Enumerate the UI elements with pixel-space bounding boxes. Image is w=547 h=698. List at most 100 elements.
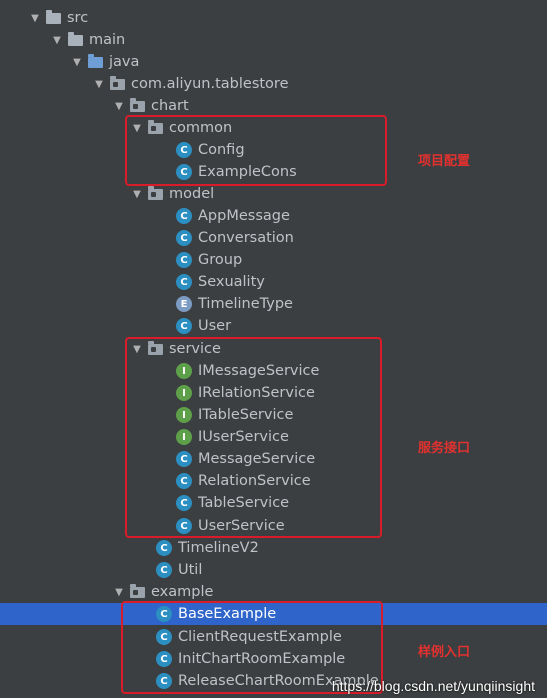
expand-arrow-icon[interactable]: ▼ [115,586,123,598]
tree-item-sexuality[interactable]: C Sexuality [0,271,547,293]
class-icon: C [176,318,192,334]
expand-arrow-icon[interactable]: ▼ [31,12,39,24]
tree-item-label: TimelineType [198,296,293,312]
tree-item-label: TimelineV2 [178,540,259,556]
folder-icon [68,31,83,46]
expand-arrow-icon[interactable]: ▼ [115,100,123,112]
tree-item-examplecons[interactable]: C ExampleCons [0,161,547,183]
class-icon: C [156,562,172,578]
package-icon [148,185,163,200]
expand-arrow-icon[interactable]: ▼ [73,56,81,68]
tree-item-label: Config [198,142,245,158]
expand-arrow-icon[interactable]: ▼ [133,122,141,134]
tree-item-label: BaseExample [178,606,277,622]
tree-item-config[interactable]: C Config [0,139,547,161]
tree-item-util[interactable]: C Util [0,559,547,581]
package-icon [110,75,125,90]
tree-item-label: AppMessage [198,208,290,224]
class-icon: C [176,495,192,511]
package-icon [130,583,145,598]
tree-item-label: ExampleCons [198,164,297,180]
package-icon [130,97,145,112]
expand-arrow-icon[interactable]: ▼ [95,78,103,90]
annotation-example: 样例入口 [418,645,471,660]
tree-item-label: Util [178,562,203,578]
tree-item-service[interactable]: ▼service [0,338,547,360]
highlight-box-service [125,337,382,538]
interface-icon: I [176,363,192,379]
tree-item-src[interactable]: ▼ src [0,7,547,29]
tree-item-model[interactable]: ▼ model [0,183,547,205]
tree-item-com-aliyun-tablestore[interactable]: ▼com.aliyun.tablestore [0,73,547,95]
class-icon: C [156,540,172,556]
tree-item-label: model [169,186,215,202]
tree-item-common[interactable]: ▼ common [0,117,547,139]
package-icon [148,340,163,355]
tree-item-java[interactable]: ▼ java [0,51,547,73]
tree-item-iuserservice[interactable]: I IUserService [0,426,547,448]
tree-item-label: IMessageService [198,363,320,379]
tree-item-main[interactable]: ▼ main [0,29,547,51]
package-icon [148,119,163,134]
class-icon: C [176,230,192,246]
tree-item-label: ClientRequestExample [178,629,342,645]
tree-item-label: example [151,584,214,600]
tree-item-label: User [198,318,232,334]
class-icon: C [176,274,192,290]
class-icon: C [156,673,172,689]
tree-item-label: ITableService [198,407,294,423]
class-icon: C [156,629,172,645]
expand-arrow-icon[interactable]: ▼ [133,343,141,355]
tree-item-label: MessageService [198,451,316,467]
tree-item-timelinev2[interactable]: C TimelineV2 [0,537,547,559]
tree-item-label: Conversation [198,230,294,246]
tree-item-label: Sexuality [198,274,265,290]
tree-item-conversation[interactable]: C Conversation [0,227,547,249]
expand-arrow-icon[interactable]: ▼ [53,34,61,46]
tree-item-label: chart [151,98,189,114]
tree-item-label: java [109,54,140,70]
tree-item-label: IRelationService [198,385,315,401]
tree-item-clientrequestexample[interactable]: C ClientRequestExample [0,626,547,648]
tree-item-label: IUserService [198,429,289,445]
tree-item-label: main [89,32,126,48]
interface-icon: I [176,429,192,445]
tree-item-label: ReleaseChartRoomExample [178,673,379,689]
folder-icon [46,9,61,24]
tree-item-label: common [169,120,233,136]
highlight-box-example [121,601,383,694]
tree-item-itableservice[interactable]: I ITableService [0,404,547,426]
tree-item-imessageservice[interactable]: I IMessageService [0,360,547,382]
class-icon: C [176,164,192,180]
class-icon: C [176,451,192,467]
tree-item-group[interactable]: C Group [0,249,547,271]
annotation-common: 项目配置 [418,154,471,169]
interface-icon: I [176,407,192,423]
tree-item-label: src [67,10,89,26]
source-folder-icon [88,53,103,68]
tree-item-user[interactable]: C User [0,315,547,337]
expand-arrow-icon[interactable]: ▼ [133,188,141,200]
tree-item-releasechartroomexample[interactable]: C ReleaseChartRoomExample [0,670,547,692]
tree-item-timelinetype[interactable]: E TimelineType [0,293,547,315]
class-icon: C [156,651,172,667]
tree-item-messageservice[interactable]: C MessageService [0,448,547,470]
enum-icon: E [176,296,192,312]
tree-item-tableservice[interactable]: C TableService [0,492,547,514]
tree-item-label: RelationService [198,473,311,489]
highlight-box-common [125,115,387,186]
annotation-service: 服务接口 [418,441,471,456]
class-icon: C [176,142,192,158]
tree-item-label: TableService [198,495,290,511]
class-icon: C [176,252,192,268]
tree-item-label: Group [198,252,243,268]
tree-item-example[interactable]: ▼ example [0,581,547,603]
tree-item-chart[interactable]: ▼ chart [0,95,547,117]
